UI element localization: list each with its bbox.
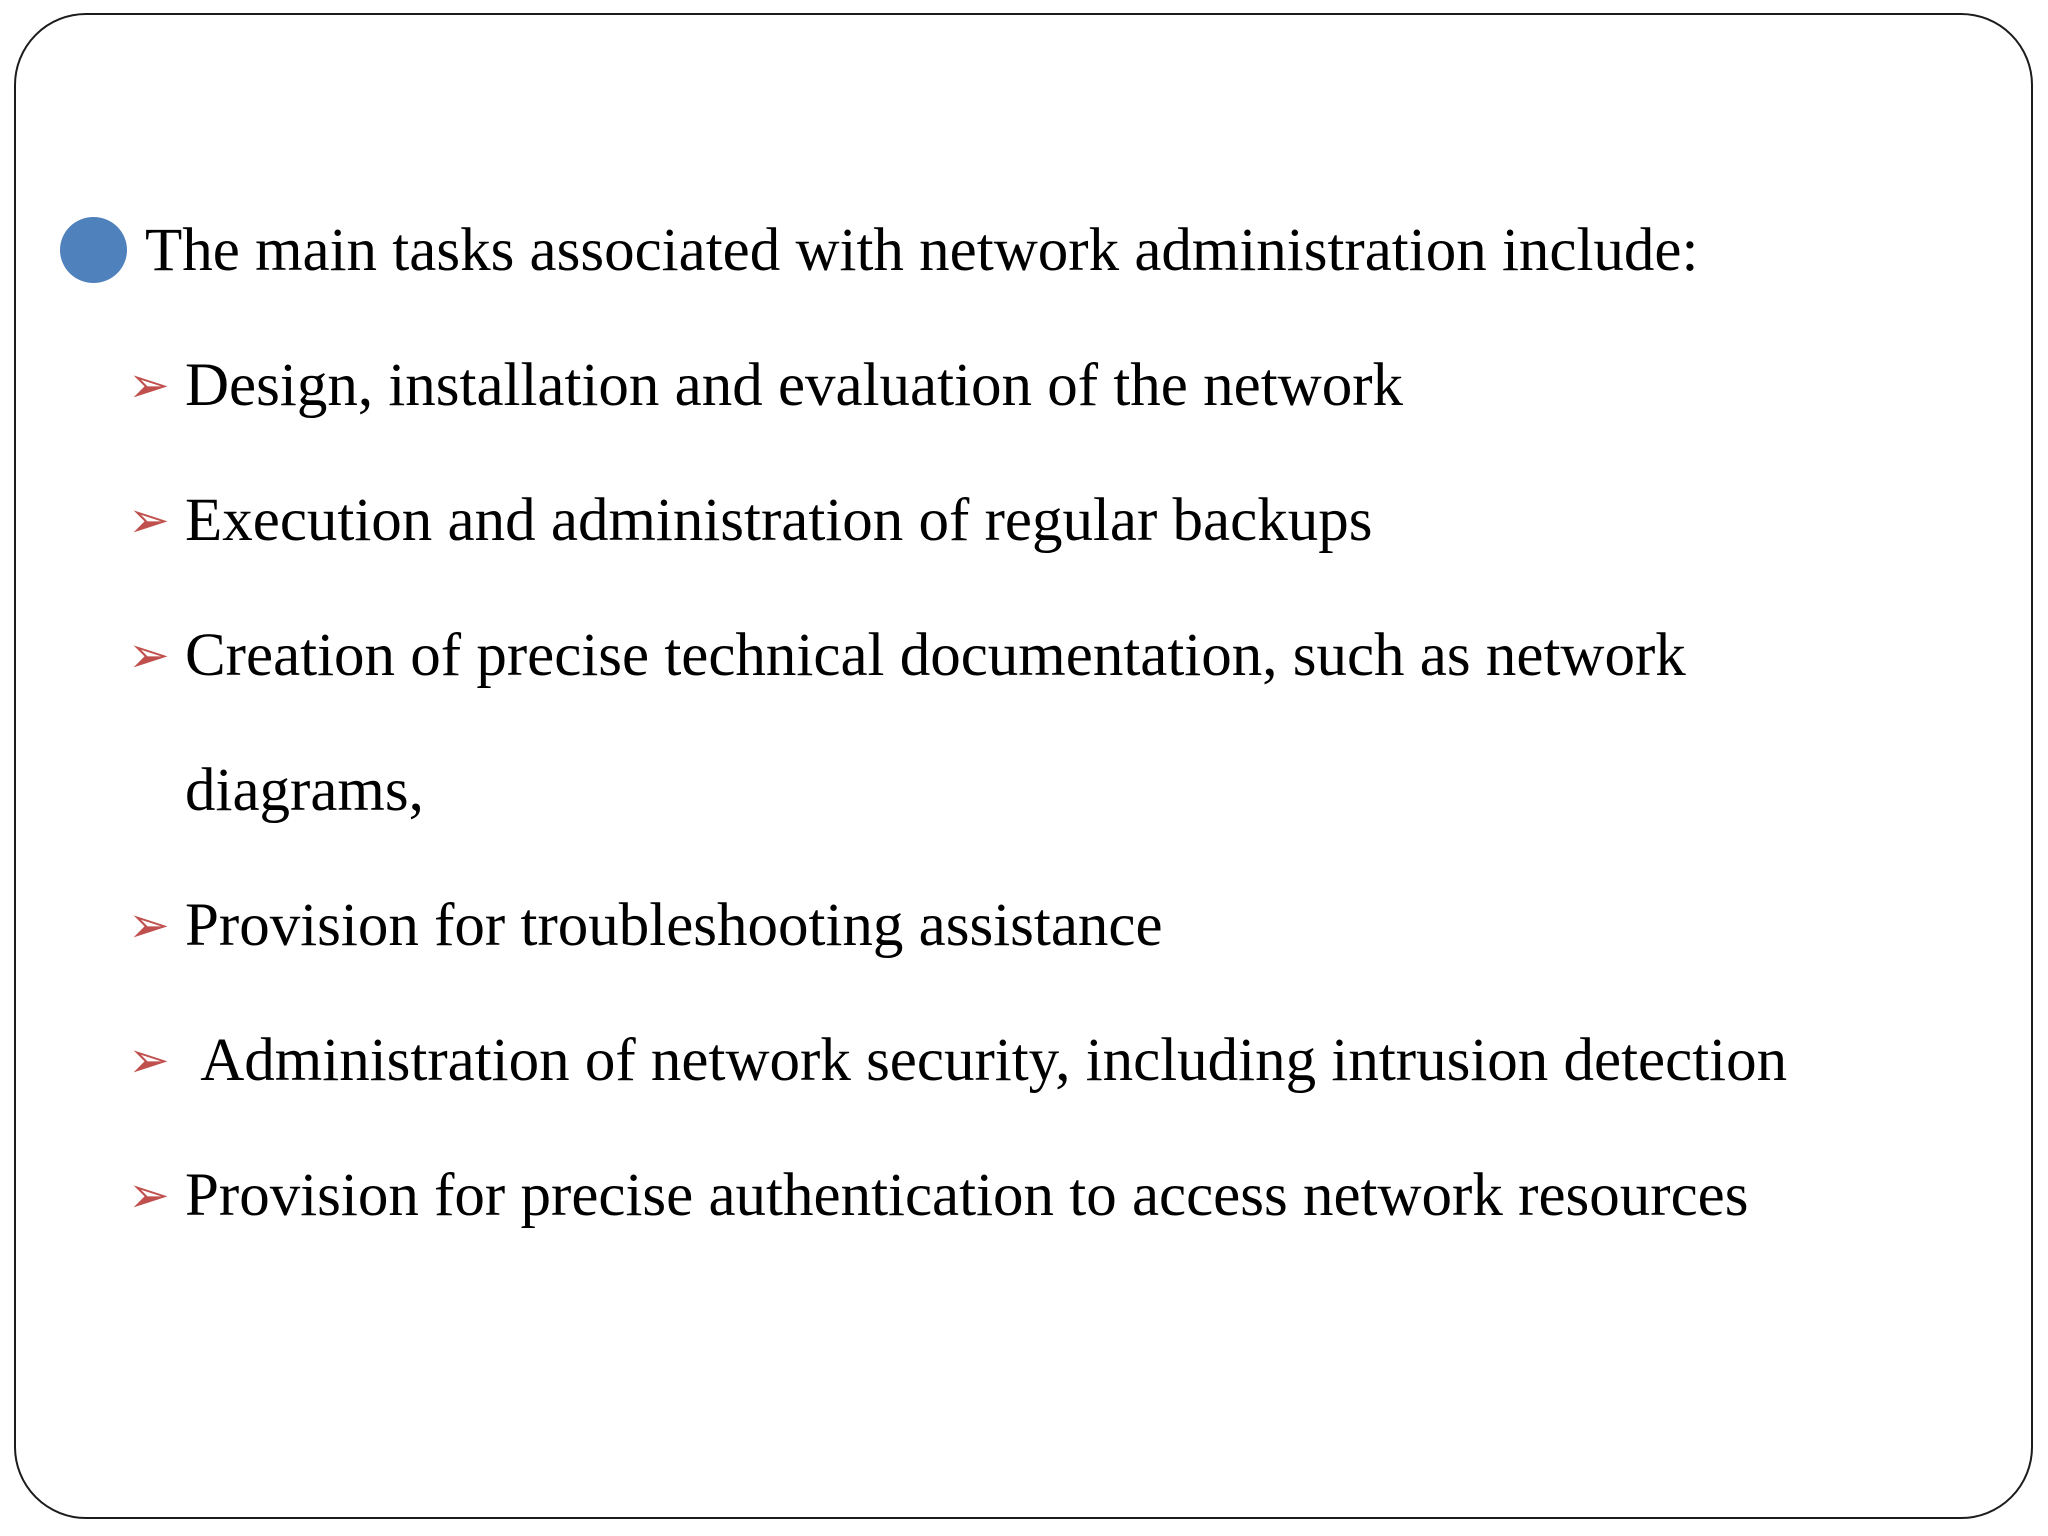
arrow-bullet-icon: ➢ (128, 1031, 170, 1089)
arrow-bullet-icon: ➢ (128, 1166, 170, 1224)
bullet-text: Design, installation and evaluation of t… (185, 352, 1404, 419)
main-bullet-item: The main tasks associated with network a… (60, 183, 2000, 318)
slide-content: The main tasks associated with network a… (60, 183, 2000, 1263)
list-item: ➢ Execution and administration of regula… (128, 453, 2000, 588)
bullet-list: ➢ Design, installation and evaluation of… (60, 318, 2000, 1263)
bullet-text: Creation of precise technical documentat… (185, 622, 1686, 824)
arrow-bullet-icon: ➢ (128, 626, 170, 684)
list-item: ➢ Design, installation and evaluation of… (128, 318, 2000, 453)
bullet-text: Provision for precise authentication to … (185, 1162, 1749, 1229)
list-item: ➢ Administration of network security, in… (128, 993, 2000, 1128)
list-item: ➢ Provision for troubleshooting assistan… (128, 858, 2000, 993)
arrow-bullet-icon: ➢ (128, 356, 170, 414)
arrow-bullet-icon: ➢ (128, 896, 170, 954)
bullet-text: Execution and administration of regular … (185, 487, 1373, 554)
bullet-text: Provision for troubleshooting assistance (185, 892, 1163, 959)
arrow-bullet-icon: ➢ (128, 491, 170, 549)
list-item: ➢ Provision for precise authentication t… (128, 1128, 2000, 1263)
main-bullet-text: The main tasks associated with network a… (145, 217, 1699, 284)
list-item: ➢ Creation of precise technical document… (128, 588, 2000, 858)
bullet-text: Administration of network security, incl… (185, 1027, 1788, 1094)
circle-bullet-icon (60, 217, 127, 283)
